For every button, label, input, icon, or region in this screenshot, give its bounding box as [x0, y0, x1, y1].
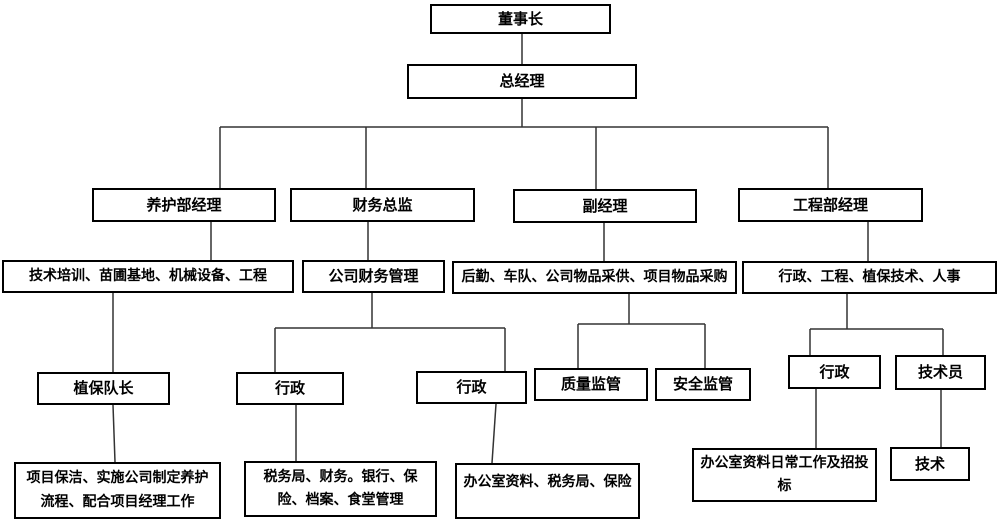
org-node-technology: 技术: [890, 447, 970, 481]
org-node-logistics-scope: 后勤、车队、公司物品采供、项目物品采购: [452, 261, 737, 294]
org-node-chairman: 董事长: [430, 4, 611, 34]
org-node-safety-supervision: 安全监管: [655, 368, 751, 401]
org-node-label: 后勤、车队、公司物品采供、项目物品采购: [461, 268, 728, 285]
connector-line: [491, 403, 497, 464]
org-node-label: 行政: [819, 362, 850, 381]
org-node-label: 公司财务管理: [328, 267, 419, 286]
org-node-finance-director: 财务总监: [290, 188, 475, 222]
org-node-label: 养护部经理: [146, 195, 222, 214]
org-node-label: 办公室资料日常工作及招投标: [700, 454, 869, 494]
org-node-admin-2: 行政: [416, 371, 527, 404]
org-node-label: 技术员: [917, 363, 963, 382]
org-node-label: 工程部经理: [792, 195, 868, 214]
org-node-label: 副经理: [582, 196, 628, 215]
org-node-label: 总经理: [499, 72, 545, 91]
org-node-engineering-scope: 行政、工程、植保技术、人事: [742, 261, 997, 294]
org-node-label: 行政: [274, 379, 305, 398]
org-node-office-records-duties: 办公室资料、税务局、保险: [455, 463, 640, 519]
org-node-engineering-manager: 工程部经理: [738, 188, 923, 222]
org-node-tax-finance-duties: 税务局、财务。银行、保险、档案、食堂管理: [244, 461, 437, 517]
org-node-project-cleaning-duties: 项目保洁、实施公司制定养护流程、配合项目经理工作: [14, 462, 221, 519]
org-node-label: 安全监管: [672, 375, 733, 394]
org-node-label: 技术: [914, 454, 945, 473]
org-node-general-manager: 总经理: [407, 64, 637, 99]
org-node-label: 项目保洁、实施公司制定养护流程、配合项目经理工作: [26, 470, 209, 510]
org-node-company-finance: 公司财务管理: [302, 260, 445, 293]
org-node-office-daily-bidding-duties: 办公室资料日常工作及招投标: [692, 448, 877, 502]
org-node-maintenance-scope: 技术培训、苗圃基地、机械设备、工程: [2, 260, 294, 293]
org-node-admin-3: 行政: [788, 355, 881, 389]
org-node-quality-supervision: 质量监管: [534, 368, 648, 401]
org-node-label: 行政: [456, 378, 487, 397]
org-node-admin-1: 行政: [236, 372, 344, 405]
org-node-label: 税务局、财务。银行、保险、档案、食堂管理: [263, 468, 418, 508]
org-node-label: 董事长: [497, 9, 543, 28]
org-node-technician: 技术员: [895, 355, 986, 390]
org-node-label: 办公室资料、税务局、保险: [463, 474, 632, 490]
org-node-label: 技术培训、苗圃基地、机械设备、工程: [29, 267, 267, 284]
connector-line: [112, 404, 116, 463]
org-node-label: 植保队长: [73, 379, 134, 398]
org-node-plant-protection-leader: 植保队长: [37, 372, 170, 405]
org-node-maintenance-manager: 养护部经理: [92, 188, 276, 222]
org-node-label: 行政、工程、植保技术、人事: [778, 268, 961, 285]
org-node-deputy-manager: 副经理: [513, 189, 697, 223]
org-node-label: 质量监管: [560, 375, 621, 394]
org-node-label: 财务总监: [352, 195, 413, 214]
